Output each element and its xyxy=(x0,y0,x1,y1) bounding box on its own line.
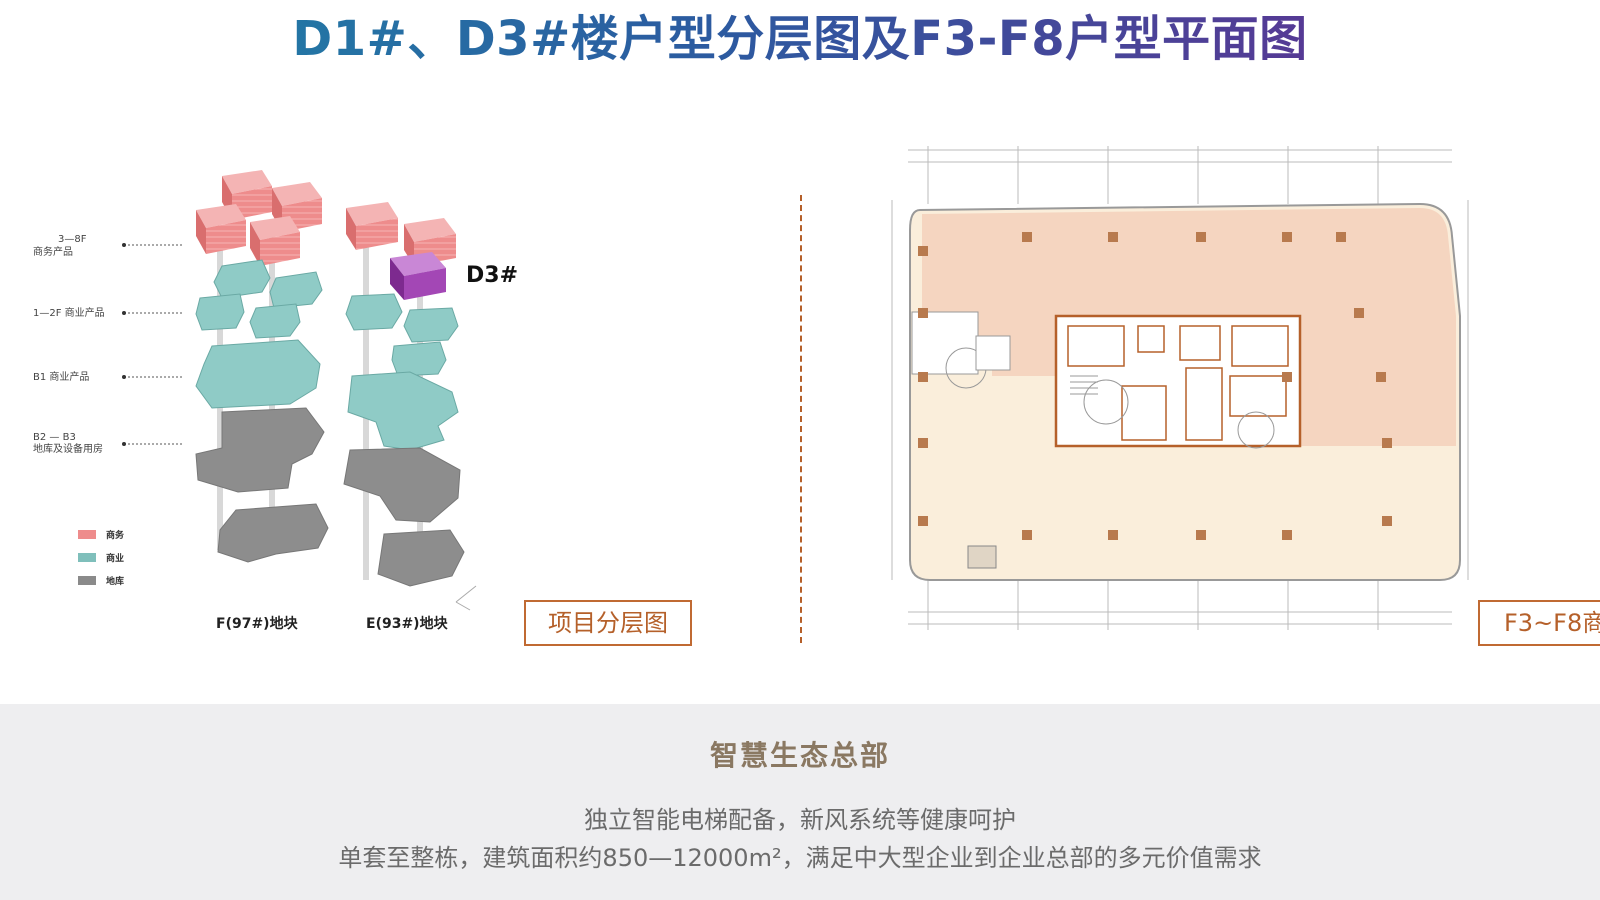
description-heading: 智慧生态总部 xyxy=(709,739,890,772)
svg-text:B2 — B3: B2 — B3 xyxy=(33,432,76,443)
svg-text:商务产品: 商务产品 xyxy=(33,245,73,258)
d3-label: D3# xyxy=(466,263,518,288)
description-band: 智慧生态总部 独立智能电梯配备，新风系统等健康呵护 单套至整栋，建筑面积约850… xyxy=(0,704,1600,900)
floor-label-b1: B1 商业产品 xyxy=(33,370,182,383)
floor-label-1-2f: 1—2F 商业产品 xyxy=(33,306,182,319)
panel-divider xyxy=(800,195,802,643)
floor-plan-svg xyxy=(891,146,1469,630)
legend-swatch-garage xyxy=(78,576,96,585)
e93-office-blocks xyxy=(346,202,456,266)
retail-slabs-upper xyxy=(195,259,459,377)
legend: 商务 商业 地库 xyxy=(78,529,125,587)
garage-slabs xyxy=(195,407,465,587)
floor-plan-caption: F3~F8商 xyxy=(1478,600,1600,646)
plot-label-e93: E(93#)地块 xyxy=(366,615,449,632)
plot-label-f97: F(97#)地块 xyxy=(216,615,299,632)
west-lobby xyxy=(911,311,1011,389)
svg-text:地库及设备用房: 地库及设备用房 xyxy=(33,442,103,455)
svg-text:3—8F: 3—8F xyxy=(58,234,87,245)
stair-hatch xyxy=(967,545,997,569)
svg-text:1—2F 商业产品: 1—2F 商业产品 xyxy=(33,306,105,319)
page-title: D1#、D3#楼户型分层图及F3-F8户型平面图 xyxy=(0,6,1600,72)
structural-columns xyxy=(918,232,1392,540)
d3-highlight-block: D3# xyxy=(390,252,518,300)
legend-label-retail: 商业 xyxy=(106,552,124,564)
floor-stack-diagram: 3—8F 商务产品 1—2F 商业产品 B1 商业产品 B2 — B3 地库及设… xyxy=(0,150,720,650)
legend-swatch-retail xyxy=(78,553,96,562)
legend-label-garage: 地库 xyxy=(106,575,124,587)
retail-slabs-b1 xyxy=(195,339,459,451)
layer-diagram-caption: 项目分层图 xyxy=(524,600,692,646)
floor-label-b2-b3: B2 — B3 地库及设备用房 xyxy=(33,432,182,455)
floor-stack-svg: 3—8F 商务产品 1—2F 商业产品 B1 商业产品 B2 — B3 地库及设… xyxy=(33,170,518,632)
legend-swatch-office xyxy=(78,530,96,539)
core-area xyxy=(1054,314,1302,449)
svg-text:B1 商业产品: B1 商业产品 xyxy=(33,370,89,383)
legend-label-office: 商务 xyxy=(106,529,125,541)
description-line-2: 单套至整栋，建筑面积约850—12000m²，满足中大型企业到企业总部的多元价值… xyxy=(338,844,1262,872)
description-line-1: 独立智能电梯配备，新风系统等健康呵护 xyxy=(584,806,1016,834)
floor-label-3-8f: 3—8F 商务产品 xyxy=(33,234,182,258)
axis-glyph xyxy=(455,585,477,611)
f97-office-blocks xyxy=(196,170,322,266)
floor-plan xyxy=(880,140,1600,650)
dimension-lines xyxy=(891,146,1469,630)
